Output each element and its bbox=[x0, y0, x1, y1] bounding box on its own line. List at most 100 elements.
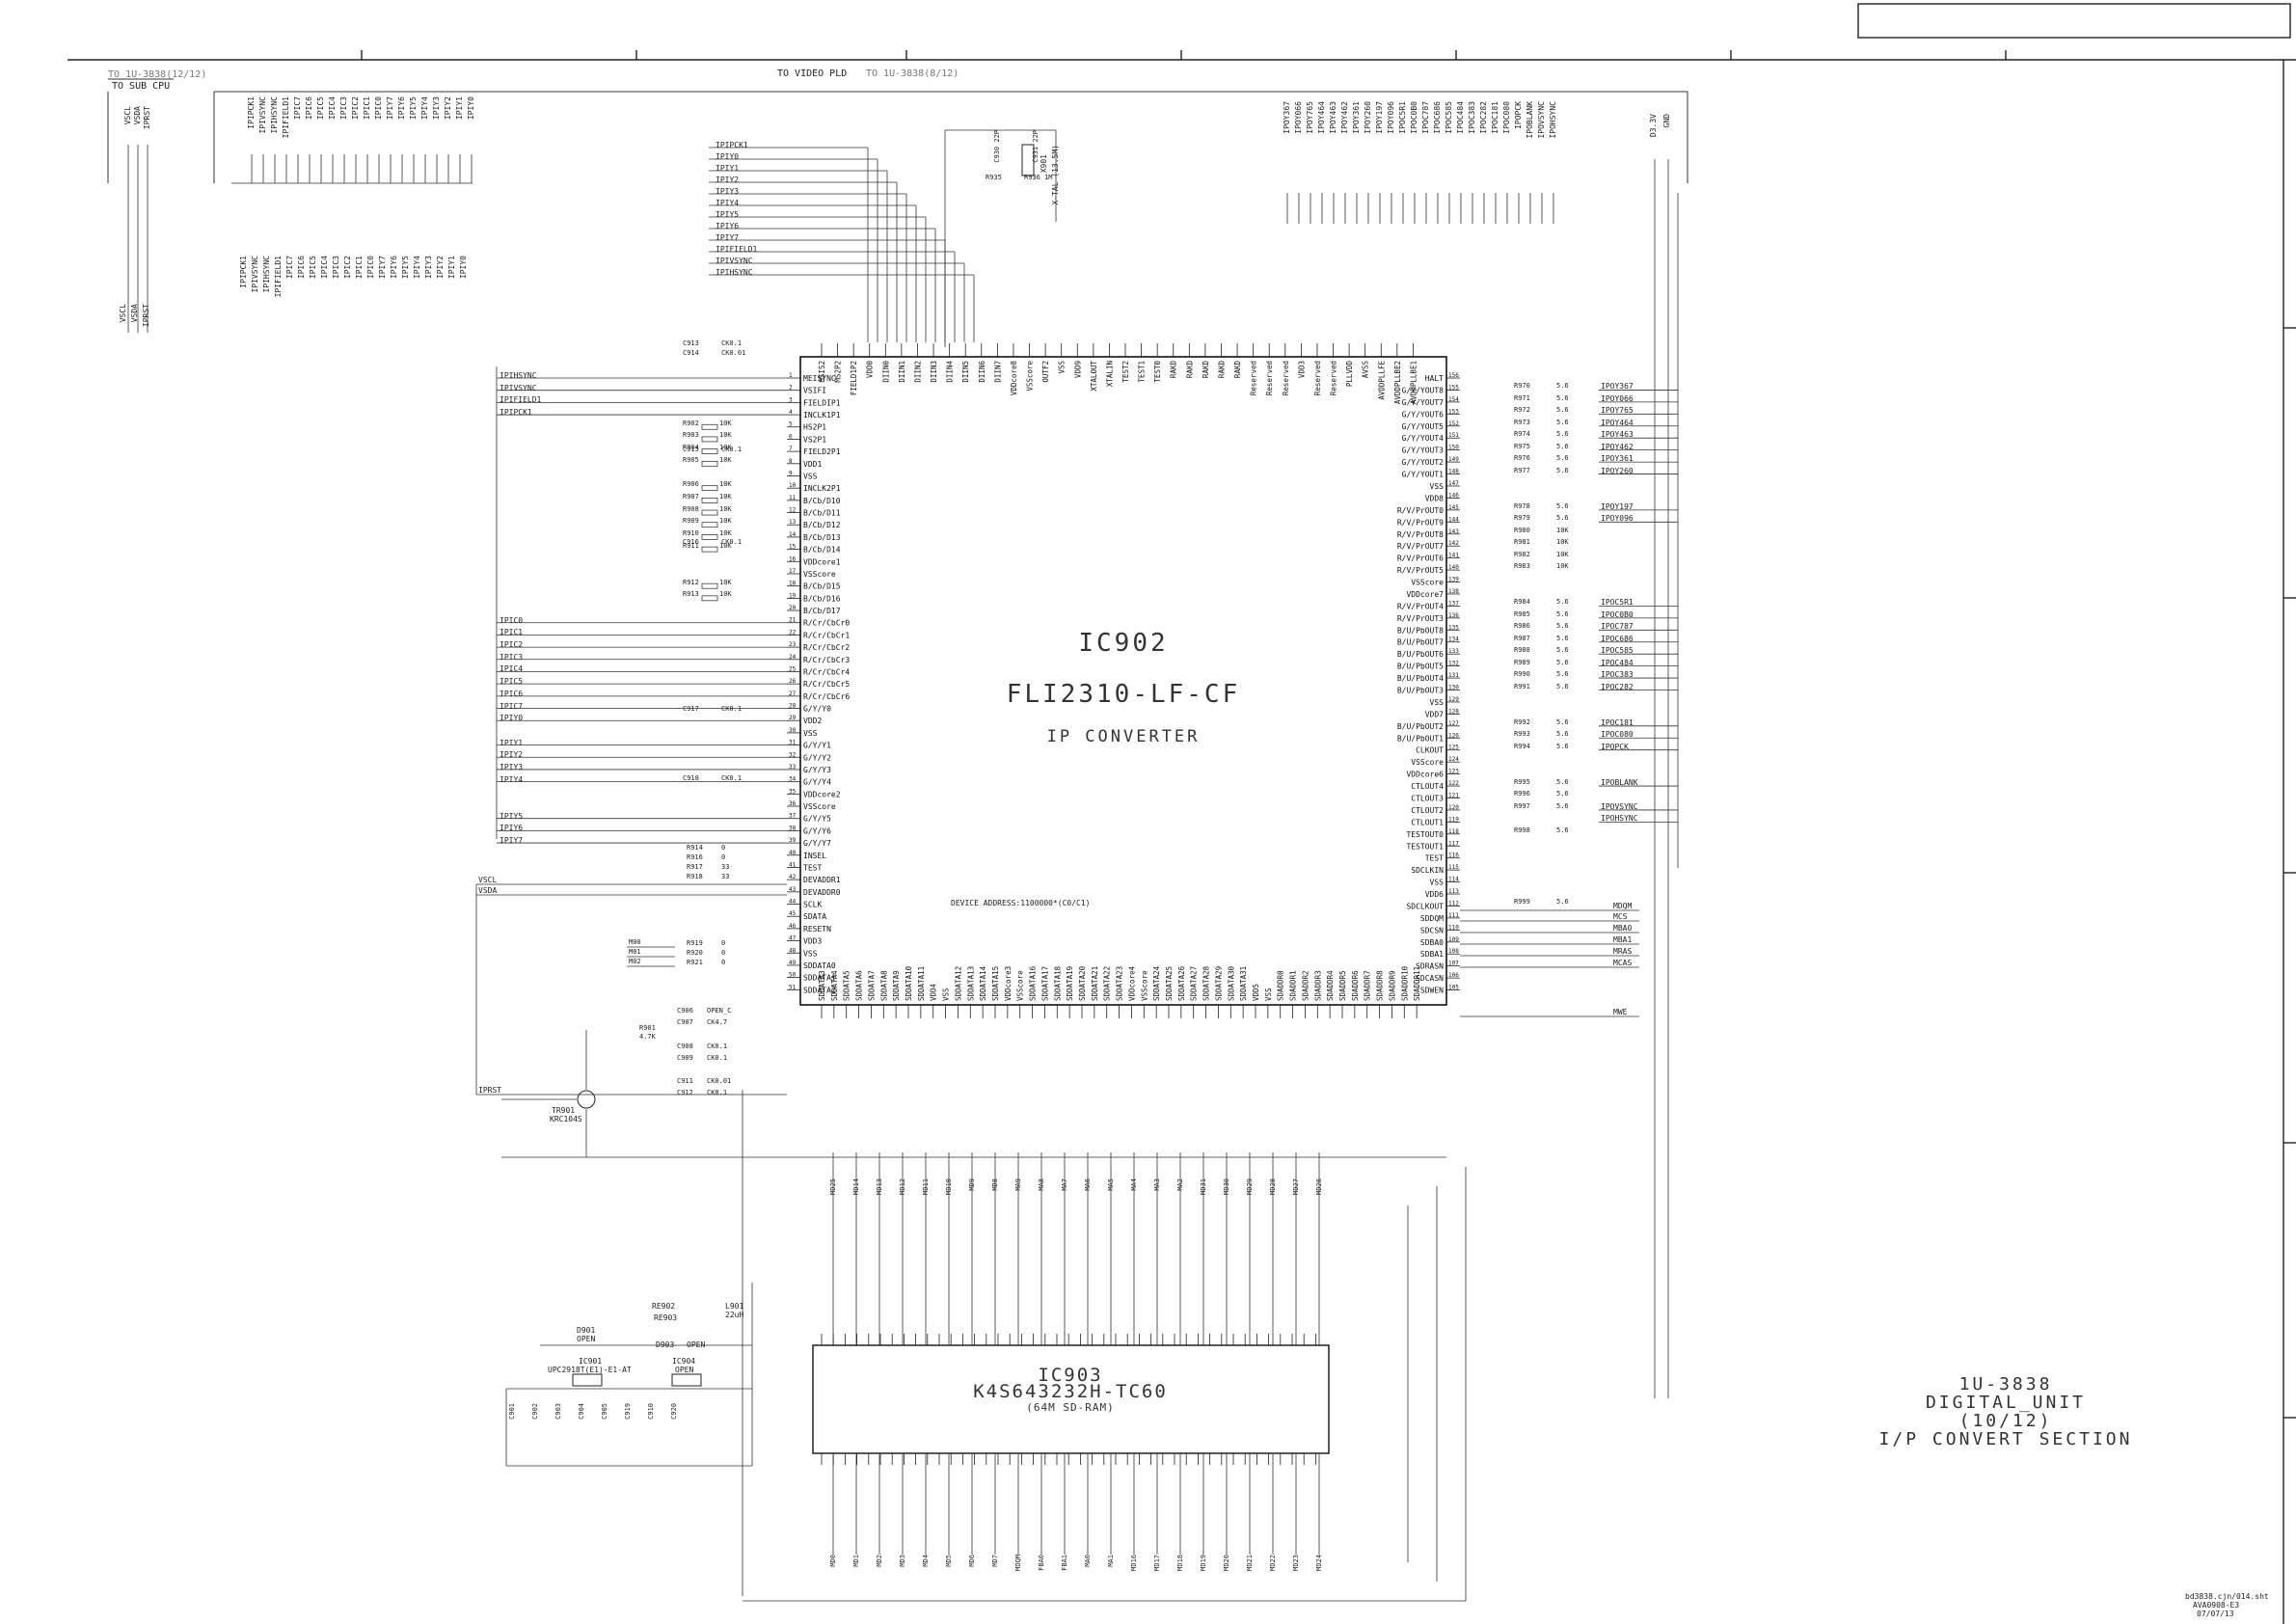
ic902-left-pin-number: 15 bbox=[789, 544, 797, 551]
right-output-label: IPOY361 bbox=[1601, 454, 1634, 464]
right-bus-signal: IPOVSYNC bbox=[1537, 101, 1546, 139]
mem-bus-top-label: MA2 bbox=[1176, 1178, 1184, 1191]
left-resistor-ref: R911 bbox=[683, 541, 699, 550]
ic902-right-pin-label: G/Y/YOUT5 bbox=[1402, 422, 1445, 431]
out-resistor-value: 5.6 bbox=[1556, 742, 1569, 750]
ic902-right-pin-label: R/V/PrOUT9 bbox=[1397, 518, 1444, 527]
ic902-right-pin-label: VDD8 bbox=[1425, 494, 1444, 502]
right-output-label: IPOBLANK bbox=[1601, 778, 1638, 788]
ic902-top-pin-label: VDD3 bbox=[1297, 361, 1306, 378]
ic902-bottom-pin-label: SDDATA31 bbox=[1239, 966, 1248, 1001]
misc-resistor-value: 0 bbox=[721, 844, 726, 852]
ic902-top-pin-label: Reserved bbox=[1330, 361, 1338, 395]
video-pld-signal: IPIVSYNC bbox=[258, 96, 267, 134]
left-resistor-ref: R913 bbox=[683, 590, 699, 599]
ic902-right-pin-label: VDDcore7 bbox=[1406, 590, 1444, 599]
mem-bus-bottom-label: FBA0 bbox=[1038, 1555, 1045, 1571]
out-resistor-value: 10K bbox=[1556, 538, 1569, 547]
video-pld-signal-copy: IPIHSYNC bbox=[262, 256, 271, 293]
ic902-left-pin-number: 39 bbox=[789, 837, 797, 844]
mem-bus-top-label: MA8 bbox=[1038, 1178, 1045, 1191]
out-resistor-value: 5.6 bbox=[1556, 646, 1569, 655]
ic902-left-pin-label: G/Y/Y6 bbox=[803, 826, 831, 835]
ic902-bottom-pin-label: SDDATA11 bbox=[917, 966, 926, 1001]
ic902-bottom-pin-label: SDADDR7 bbox=[1364, 970, 1372, 1001]
ic902-left-pin-number: 29 bbox=[789, 715, 797, 721]
ic902-top-pin-label: HSIS2 bbox=[818, 361, 826, 383]
ic902-right-pin-label: SDCASN bbox=[1416, 974, 1444, 983]
ic902-left-pin-label: R/Cr/CbCr3 bbox=[803, 656, 850, 664]
ic902-bottom-pin-label: SDADDR9 bbox=[1388, 970, 1396, 1001]
ic902-right-pin-number: 120 bbox=[1448, 804, 1459, 811]
ic902-right-pin-label: VDDcore6 bbox=[1406, 771, 1444, 779]
left-cap-ref: C913 bbox=[683, 339, 699, 347]
ic902-right-pin-label: VSScore bbox=[1411, 579, 1444, 587]
out-resistor-value: 10K bbox=[1556, 562, 1569, 571]
out-resistor-value: 5.6 bbox=[1556, 393, 1569, 402]
ic902-left-pin-number: 44 bbox=[789, 899, 797, 906]
reg-res-1: RE902 bbox=[652, 1302, 676, 1311]
misc-resistor-ref: R916 bbox=[687, 853, 703, 861]
sd-cap-ref: C907 bbox=[677, 1018, 693, 1026]
ic902-right-pin-label: VSS bbox=[1430, 482, 1445, 491]
reg-cap: C901 bbox=[508, 1403, 516, 1420]
ic902-right-pin-number: 155 bbox=[1448, 384, 1459, 391]
ic902-right-pin-label: CTLOUT3 bbox=[1411, 794, 1444, 802]
plld-row-label: IPIY7 bbox=[716, 233, 740, 242]
right-bus-signal: IPOC080 bbox=[1502, 101, 1511, 134]
mem-bus-top-label: MD10 bbox=[945, 1178, 953, 1195]
ic902-right-pin-label: G/Y/YOUT4 bbox=[1402, 434, 1445, 443]
ic902-left-pin-label: R/Cr/CbCr1 bbox=[803, 631, 850, 639]
out-resistor-value: 5.6 bbox=[1556, 730, 1569, 739]
video-pld-signal-copy: IPIC6 bbox=[297, 256, 306, 280]
left-resistor-ref: R904 bbox=[683, 444, 699, 452]
ic902-left-pin-number: 11 bbox=[789, 495, 797, 501]
inductor-ref: L901 bbox=[725, 1302, 744, 1311]
ic902-right-pin-number: 114 bbox=[1448, 877, 1459, 883]
sd-cap-value: CK4.7 bbox=[707, 1018, 728, 1026]
mem-bus-bottom-label: MD19 bbox=[1200, 1555, 1207, 1571]
inductor-val: 22uH bbox=[725, 1311, 744, 1319]
ic902-right-pin-label: B/U/PbOUT1 bbox=[1397, 734, 1444, 743]
ic902-left-pin-number: 50 bbox=[789, 972, 797, 979]
left-input-label: IPIY7 bbox=[500, 836, 524, 846]
ic902-left-pin-label: SDDATA0 bbox=[803, 961, 836, 970]
ic902-top-pin-label: VDDcore8 bbox=[1010, 361, 1018, 396]
left-cap-ref: C918 bbox=[683, 774, 699, 782]
ic902-left-pin-label: B/Cb/D10 bbox=[803, 497, 841, 505]
ic902-right-pin-label: SDCSN bbox=[1420, 926, 1444, 934]
ic902-left-pin-number: 35 bbox=[789, 788, 797, 795]
sub-cpu-signal-iprst: IPRST bbox=[143, 106, 151, 130]
mem-bus-top-label: MD26 bbox=[1315, 1178, 1323, 1195]
out-resistor-ref: R997 bbox=[1514, 801, 1530, 810]
ic902-top-pin-label: RAKD bbox=[1233, 361, 1242, 379]
ic902-bottom-pin-label: SDADDR1 bbox=[1289, 970, 1298, 1001]
ic902-left-pin-number: 4 bbox=[789, 409, 793, 416]
ic902-right-pin-label: VSS bbox=[1430, 879, 1445, 887]
ic902-right-pin-label: G/Y/YOUT1 bbox=[1402, 471, 1445, 479]
ic902-right-pin-label: R/V/PrOUT0 bbox=[1397, 506, 1444, 515]
video-pld-signal-copy: IPIC3 bbox=[332, 256, 340, 280]
left-input-label: IPIPCK1 bbox=[500, 408, 532, 418]
ic902-left-pin-label: VDDcore2 bbox=[803, 790, 841, 798]
ic902-right-pin-number: 111 bbox=[1448, 912, 1459, 919]
ic902-bottom-pin-label: SDDATA9 bbox=[892, 970, 901, 1001]
reg-cap: C902 bbox=[531, 1403, 539, 1420]
ic902-bottom-pin-label: VDD4 bbox=[930, 983, 938, 1001]
left-input-label: IPIC3 bbox=[500, 652, 524, 662]
ic902-left-pin-number: 45 bbox=[789, 910, 797, 917]
left-resistor-ref: R910 bbox=[683, 528, 699, 537]
left-resistor-ref: R908 bbox=[683, 504, 699, 513]
right-bus-signal: IPOC282 bbox=[1479, 101, 1488, 134]
mem-bus-bottom-label: MD0 bbox=[829, 1555, 837, 1567]
misc-resistor-value: 0 bbox=[721, 853, 726, 861]
ic902-right-pin-label: SDBA0 bbox=[1420, 938, 1444, 947]
out-resistor-ref: R996 bbox=[1514, 790, 1530, 798]
right-bus-signal: IPOY096 bbox=[1387, 101, 1395, 134]
left-input-label: IPIY4 bbox=[500, 774, 524, 784]
ic902-left-pin-number: 41 bbox=[789, 861, 797, 868]
left-cap-ref: C914 bbox=[683, 349, 699, 357]
left-resistor-value: 10K bbox=[719, 590, 732, 599]
right-bus-signal: IPOC585 bbox=[1445, 101, 1453, 134]
mem-bus-top-label: MA7 bbox=[1061, 1178, 1068, 1191]
